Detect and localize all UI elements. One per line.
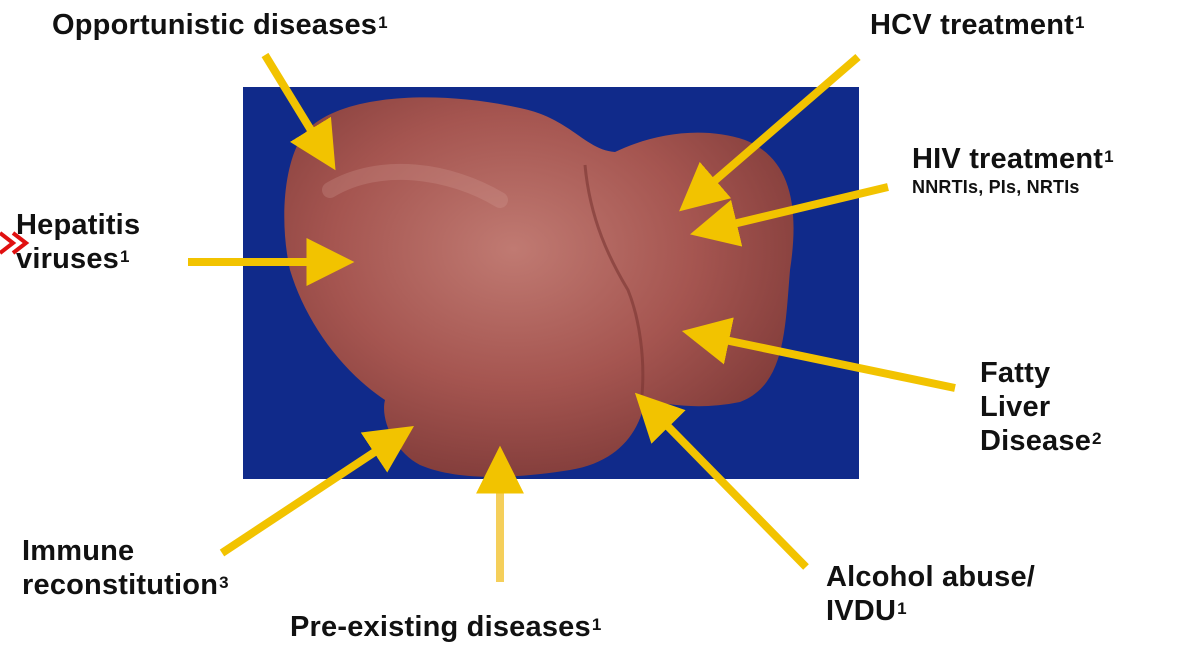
label-line: Fatty: [980, 356, 1102, 390]
label-line: Disease: [980, 425, 1091, 457]
label-sup: 1: [1104, 147, 1114, 166]
label-hcv-treatment: HCV treatment1: [870, 8, 1085, 42]
label-text: Opportunistic diseases: [52, 9, 377, 41]
label-preexisting-diseases: Pre-existing diseases1: [290, 610, 601, 644]
label-opportunistic-diseases: Opportunistic diseases1: [52, 8, 388, 42]
label-text: HIV treatment: [912, 143, 1103, 175]
label-line: IVDU: [826, 595, 896, 627]
label-line: Immune: [22, 534, 229, 568]
label-alcohol-abuse-ivdu: Alcohol abuse/ IVDU1: [826, 560, 1035, 628]
label-immune-reconstitution: Immune reconstitution3: [22, 534, 229, 602]
label-line: Liver: [980, 390, 1102, 424]
label-text: Pre-existing diseases: [290, 611, 591, 643]
label-sup: 1: [120, 247, 130, 266]
label-hiv-drug-classes: NNRTIs, PIs, NRTIs: [912, 176, 1114, 198]
label-sup: 1: [897, 599, 907, 618]
label-line: Alcohol abuse/: [826, 560, 1035, 594]
label-sup: 1: [378, 13, 388, 32]
label-sup: 3: [219, 573, 229, 592]
label-sup: 1: [592, 615, 602, 634]
label-line: reconstitution: [22, 569, 218, 601]
label-fatty-liver-disease: Fatty Liver Disease2: [980, 356, 1102, 458]
label-hepatitis-viruses: Hepatitis viruses1: [16, 208, 140, 276]
label-text: HCV treatment: [870, 9, 1074, 41]
label-hiv-treatment: HIV treatment1 NNRTIs, PIs, NRTIs: [912, 142, 1114, 198]
label-sup: 2: [1092, 429, 1102, 448]
label-sup: 1: [1075, 13, 1085, 32]
label-line: Hepatitis: [16, 208, 140, 242]
label-line: viruses: [16, 243, 119, 275]
